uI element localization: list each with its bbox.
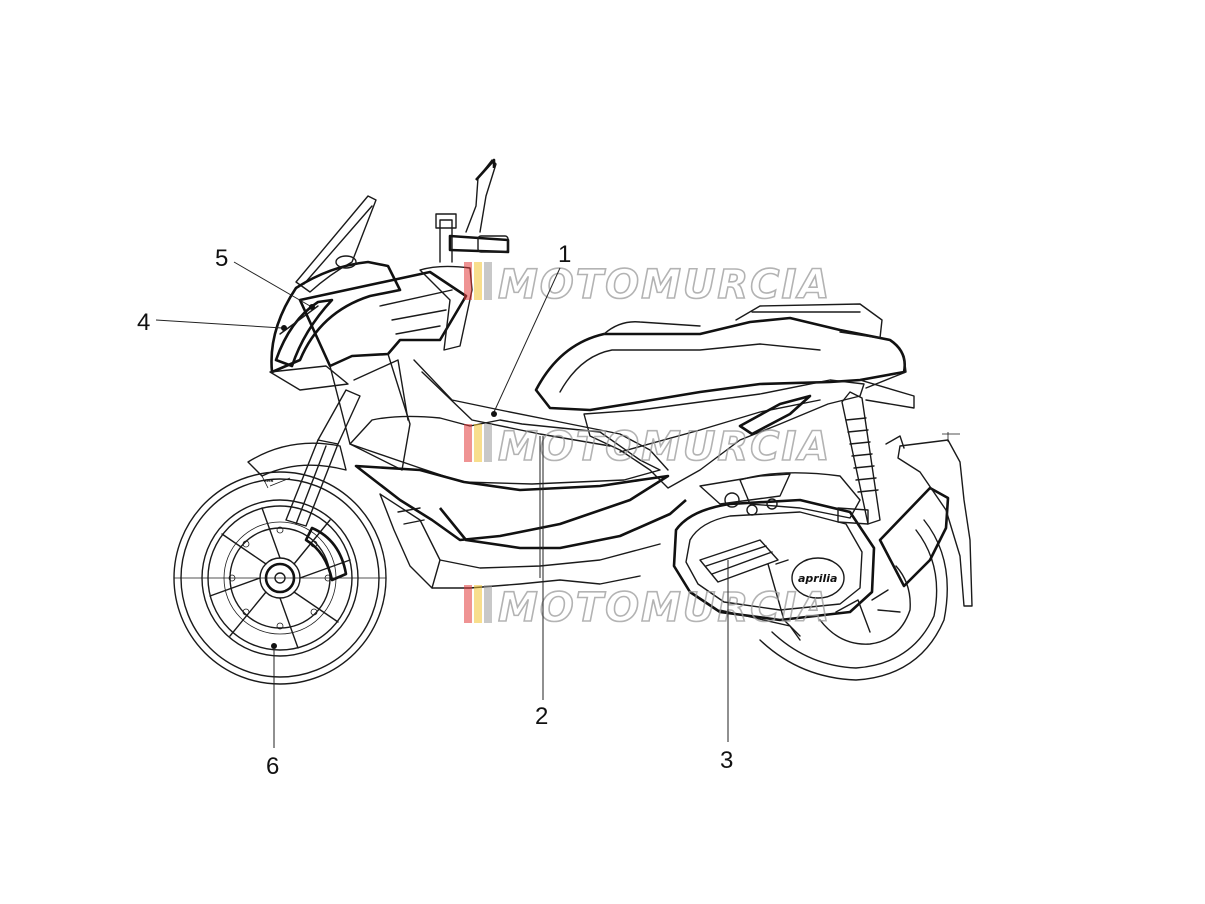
- leader-line-1: [493, 267, 561, 413]
- leader-line-5: [233, 261, 311, 307]
- callout-6: 6: [266, 753, 279, 780]
- callout-1: 1: [558, 241, 571, 268]
- watermark-middle: MOTOMURCIA: [464, 423, 831, 471]
- leader-lines: [155, 261, 729, 748]
- rear-body-panel: [583, 355, 915, 489]
- watermark-top: MOTOMURCIA: [464, 261, 831, 309]
- callout-3: 3: [720, 747, 733, 774]
- leader-dot-1: [491, 411, 497, 417]
- fender-label: ᴮᴹᴿ: [264, 479, 274, 486]
- floorboard: [349, 359, 687, 589]
- rear-wheel: [759, 432, 973, 681]
- leader-dot-4: [281, 325, 287, 331]
- watermark-bottom: MOTOMURCIA: [464, 584, 831, 632]
- leader-line-4: [155, 319, 283, 329]
- callout-4: 4: [137, 309, 150, 336]
- engine-cvt: aprilia: [672, 472, 876, 641]
- callout-5: 5: [215, 245, 228, 272]
- watermark-text-bottom: MOTOMURCIA: [498, 585, 831, 631]
- front-fairing: [269, 195, 468, 471]
- seat: [534, 303, 906, 412]
- front-fork: ᴮᴹᴿ: [247, 389, 361, 527]
- leader-dot-6: [271, 643, 277, 649]
- leader-dot-5: [309, 304, 315, 310]
- handlebar: [419, 158, 510, 351]
- aprilia-logo: aprilia: [798, 572, 837, 585]
- watermark-text-middle: MOTOMURCIA: [498, 424, 831, 470]
- watermark-text-top: MOTOMURCIA: [498, 262, 831, 308]
- rear-shock: [841, 391, 881, 525]
- callout-2: 2: [535, 703, 548, 730]
- front-wheel: [173, 471, 387, 685]
